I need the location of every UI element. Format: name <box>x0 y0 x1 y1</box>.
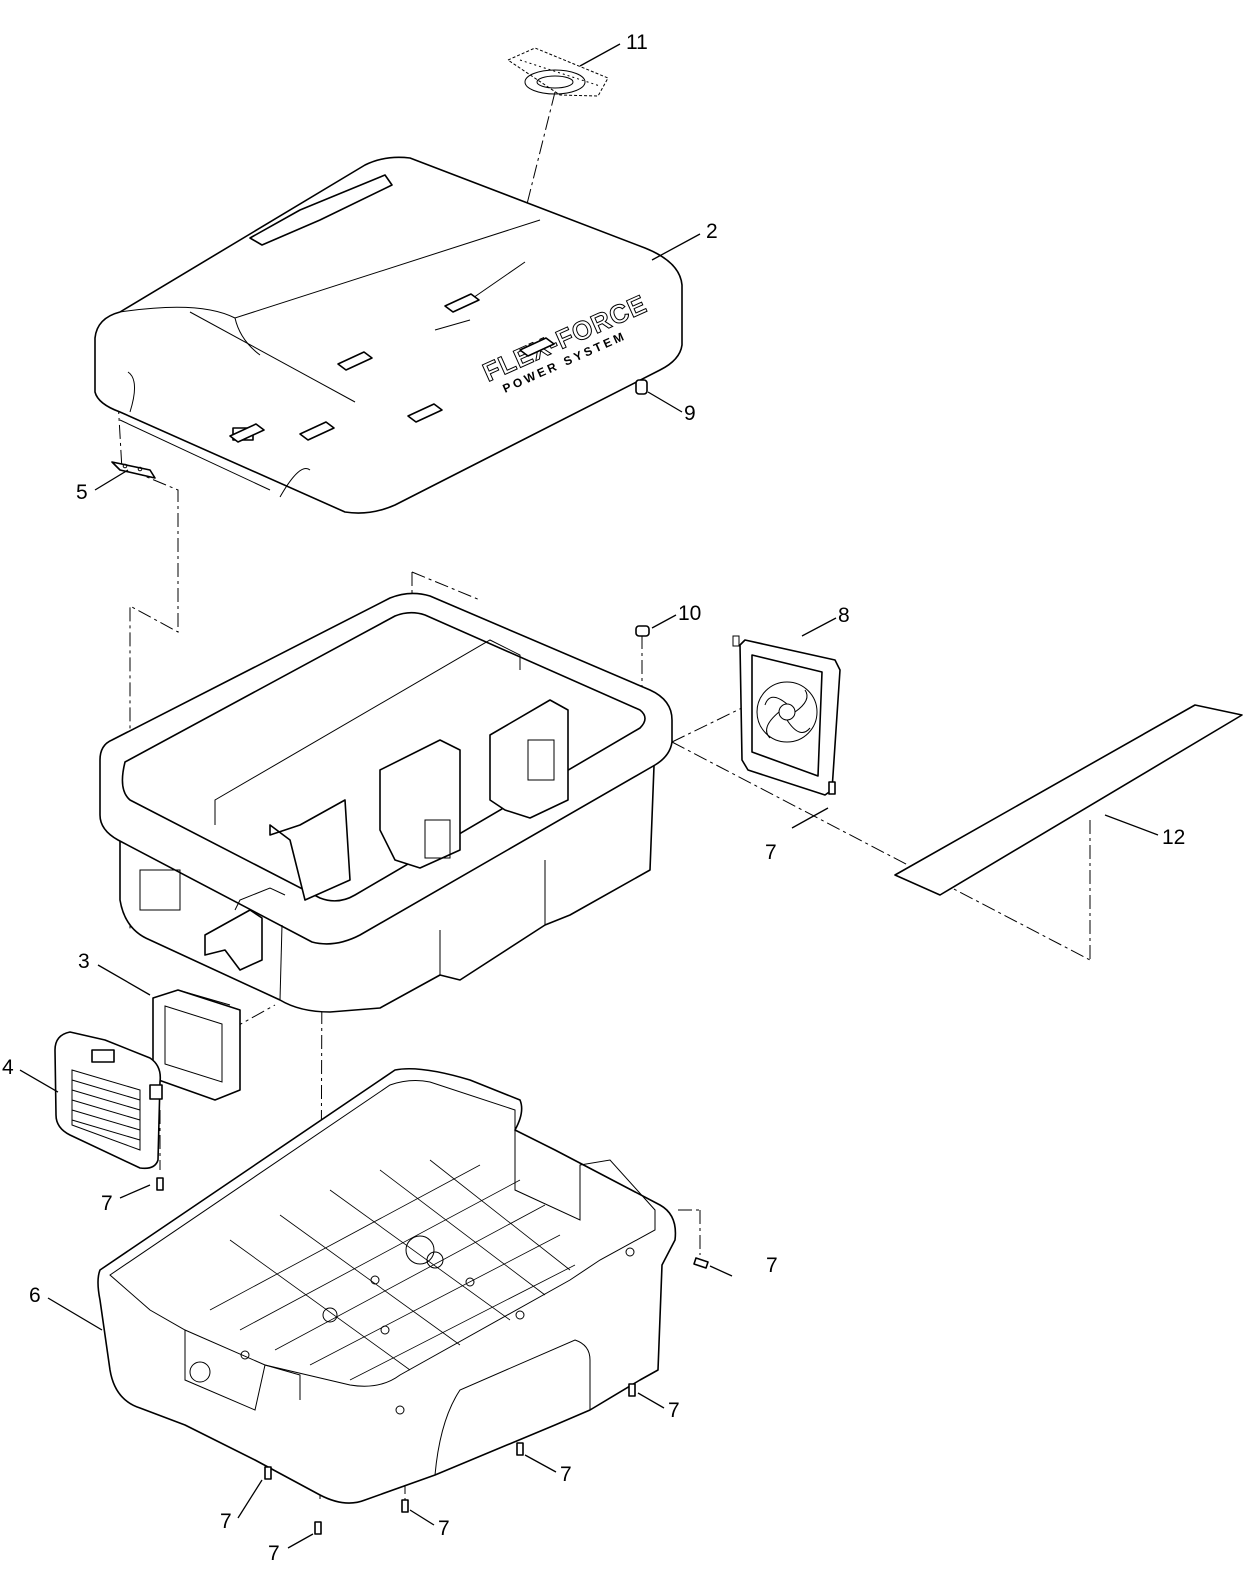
callout-7-bottom-center: 7 <box>438 1517 450 1540</box>
hinge-bracket-part-5 <box>111 461 156 479</box>
callout-11: 11 <box>626 31 648 54</box>
foot-part-9 <box>635 379 648 395</box>
callout-7-right-lower: 7 <box>668 1399 680 1422</box>
callout-7-bottom: 7 <box>268 1542 280 1565</box>
screws-part-7 <box>156 781 836 1535</box>
callout-7-right: 7 <box>766 1254 778 1277</box>
callout-7-left: 7 <box>101 1192 113 1215</box>
pad-part-12 <box>894 704 1243 896</box>
callout-3: 3 <box>78 950 90 973</box>
callout-12: 12 <box>1162 826 1185 849</box>
callout-2: 2 <box>706 220 718 243</box>
leader-lines <box>19 43 1159 1549</box>
decal-part-11 <box>506 47 609 97</box>
gasket-part-3 <box>152 989 241 1101</box>
bumper-part-10 <box>635 625 650 637</box>
vent-cover-part-4 <box>54 1031 163 1170</box>
fan-part-8 <box>732 635 841 796</box>
callout-10: 10 <box>678 602 701 625</box>
lid-part-2: FLEX-FORCE POWER SYSTEM <box>94 156 683 514</box>
callout-6: 6 <box>29 1284 41 1307</box>
callout-7-bottom-left: 7 <box>220 1510 232 1533</box>
battery-tray <box>99 293 673 1013</box>
callout-4: 4 <box>2 1056 14 1079</box>
callout-labels: 11 2 9 5 10 8 7 12 3 4 7 6 7 7 7 7 7 7 <box>2 31 1185 1565</box>
callout-7-fan: 7 <box>765 841 777 864</box>
callout-9: 9 <box>684 402 696 425</box>
callout-8: 8 <box>838 604 850 627</box>
callout-7-middle: 7 <box>560 1463 572 1486</box>
callout-5: 5 <box>76 481 88 504</box>
base-part-6 <box>97 1067 677 1504</box>
